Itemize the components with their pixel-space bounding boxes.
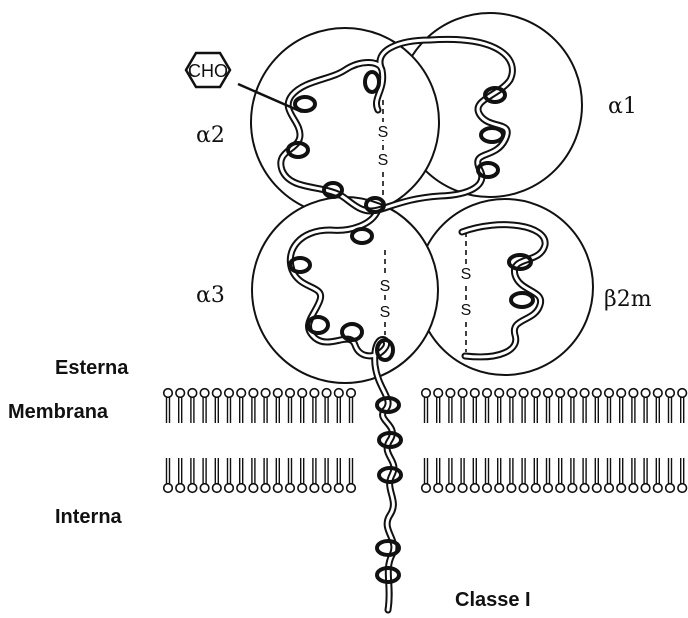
lipid-molecule	[532, 458, 541, 492]
lipid-molecule	[507, 389, 516, 423]
lipid-molecule	[458, 389, 467, 423]
lipid-molecule	[164, 458, 173, 492]
lipid-molecule	[200, 458, 209, 492]
s-letter: S	[461, 266, 472, 283]
lipid-molecule	[249, 389, 258, 423]
lipid-molecule	[641, 458, 650, 492]
esterna-label: Esterna	[55, 357, 129, 379]
lipid-molecule	[617, 458, 626, 492]
lipid-molecule	[176, 389, 185, 423]
lipid-molecule	[458, 458, 467, 492]
lipid-molecule	[422, 458, 431, 492]
lipid-molecule	[188, 389, 197, 423]
lipid-molecule	[335, 389, 344, 423]
lipid-molecule	[310, 458, 319, 492]
lipid-molecule	[471, 458, 480, 492]
lipid-molecule	[495, 389, 504, 423]
lipid-bilayer	[164, 389, 687, 493]
lipid-molecule	[261, 389, 270, 423]
lipid-molecule	[605, 389, 614, 423]
lipid-molecule	[335, 458, 344, 492]
lipid-molecule	[519, 389, 528, 423]
lipid-molecule	[213, 389, 222, 423]
lipid-molecule	[483, 389, 492, 423]
alpha1-label: α1	[608, 94, 637, 119]
lipid-molecule	[176, 458, 185, 492]
s-letter: S	[378, 124, 389, 141]
lipid-molecule	[237, 389, 246, 423]
lipid-molecule	[310, 389, 319, 423]
lipid-molecule	[495, 458, 504, 492]
lipid-molecule	[593, 458, 602, 492]
lipid-molecule	[213, 458, 222, 492]
lipid-molecule	[654, 458, 663, 492]
lipid-molecule	[225, 389, 234, 423]
lipid-molecule	[519, 458, 528, 492]
lipid-molecule	[580, 389, 589, 423]
s-letter: S	[378, 152, 389, 169]
lipid-molecule	[617, 389, 626, 423]
lipid-molecule	[580, 458, 589, 492]
classe-label: Classe I	[455, 589, 531, 611]
lipid-molecule	[666, 389, 675, 423]
lipid-molecule	[225, 458, 234, 492]
membrana-label: Membrana	[8, 401, 109, 423]
lipid-molecule	[629, 389, 638, 423]
lipid-molecule	[654, 389, 663, 423]
lipid-molecule	[556, 389, 565, 423]
lipid-molecule	[322, 389, 331, 423]
lipid-molecule	[678, 389, 687, 423]
lipid-molecule	[471, 389, 480, 423]
lipid-molecule	[200, 389, 209, 423]
lipid-molecule	[678, 458, 687, 492]
lipid-molecule	[568, 389, 577, 423]
lipid-molecule	[605, 458, 614, 492]
lipid-molecule	[532, 389, 541, 423]
lipid-molecule	[666, 458, 675, 492]
lipid-molecule	[593, 389, 602, 423]
alpha3-domain-circle	[252, 197, 438, 383]
lipid-molecule	[434, 389, 443, 423]
lipid-molecule	[286, 389, 295, 423]
lipid-molecule	[568, 458, 577, 492]
cho-label: CHO	[188, 61, 228, 81]
lipid-molecule	[446, 458, 455, 492]
lipid-molecule	[298, 458, 307, 492]
lipid-molecule	[544, 389, 553, 423]
lipid-molecule	[556, 458, 565, 492]
lipid-molecule	[507, 458, 516, 492]
lipid-molecule	[347, 458, 356, 492]
s-letter: S	[380, 278, 391, 295]
lipid-molecule	[347, 389, 356, 423]
lipid-molecule	[237, 458, 246, 492]
alpha2-domain-circle	[251, 28, 439, 216]
s-letter: S	[461, 302, 472, 319]
lipid-molecule	[274, 458, 283, 492]
lipid-molecule	[298, 389, 307, 423]
lipid-molecule	[629, 458, 638, 492]
alpha3-label: α3	[196, 283, 225, 308]
lipid-molecule	[322, 458, 331, 492]
lipid-molecule	[483, 458, 492, 492]
interna-label: Interna	[55, 506, 123, 528]
s-letter: S	[380, 304, 391, 321]
lipid-molecule	[188, 458, 197, 492]
beta2m-label: β2m	[604, 287, 652, 312]
lipid-molecule	[434, 458, 443, 492]
lipid-molecule	[164, 389, 173, 423]
lipid-molecule	[641, 389, 650, 423]
lipid-molecule	[249, 458, 258, 492]
alpha2-label: α2	[196, 123, 225, 148]
lipid-molecule	[286, 458, 295, 492]
lipid-molecule	[422, 389, 431, 423]
lipid-molecule	[446, 389, 455, 423]
lipid-molecule	[261, 458, 270, 492]
lipid-molecule	[544, 458, 553, 492]
lipid-molecule	[274, 389, 283, 423]
